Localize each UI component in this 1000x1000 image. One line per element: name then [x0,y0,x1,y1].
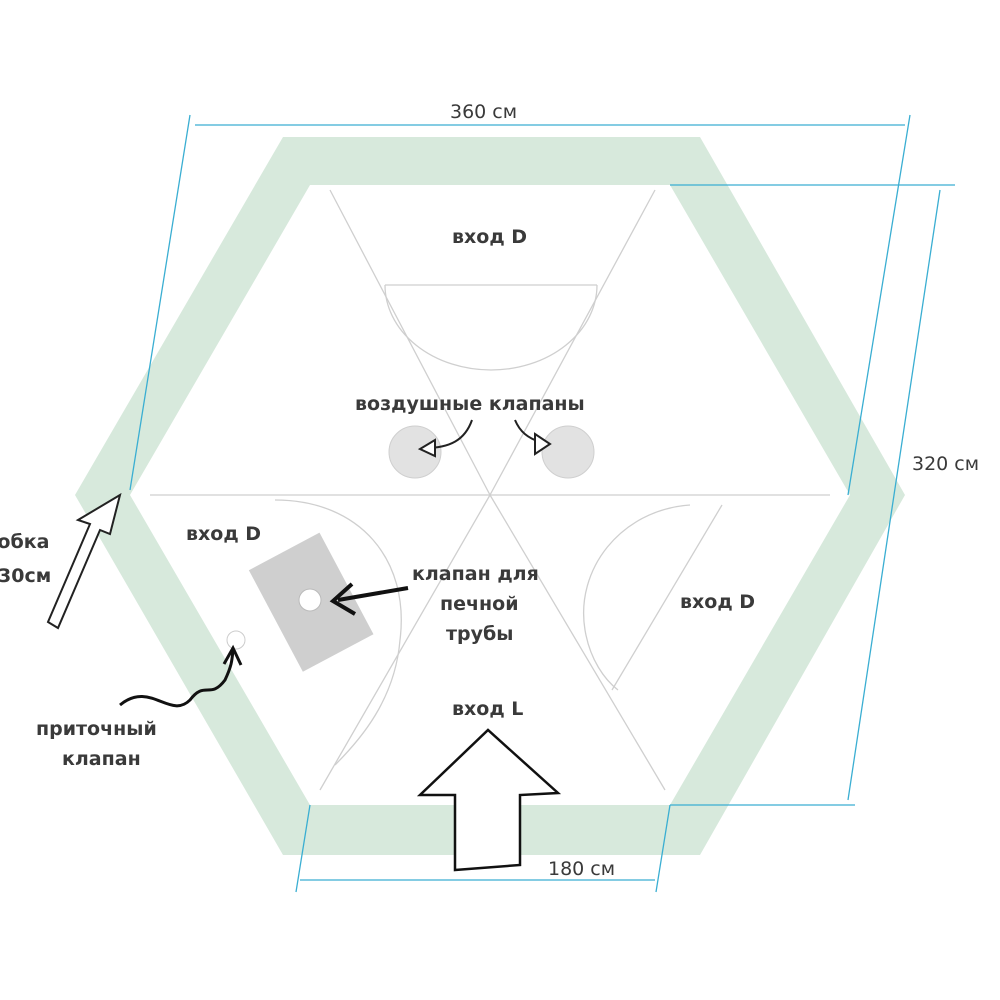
label-supply-valve-2: клапан [62,748,141,770]
entrance-top [384,284,598,371]
label-air-valves: воздушные клапаны [355,393,585,415]
supply-valve-arrow [119,649,235,708]
stove-pipe-hole [298,588,322,612]
label-entrance-left: вход D [186,523,261,545]
label-supply-valve-1: приточный [36,718,157,740]
label-stove-valve-1: клапан для [412,563,539,585]
label-entrance-top: вход D [452,226,527,248]
dimension-lines [129,114,955,893]
arrowhead-icon [329,582,357,616]
arrowhead-icon [534,432,552,456]
air-valve-right [541,425,595,479]
label-skirt-1: юбка [0,531,49,553]
floor-division-lines [150,189,830,791]
dimension-side: 180 см [548,858,615,880]
entrance-right [583,504,723,691]
label-stove-valve-3: трубы [446,623,513,645]
skirt-arrow [46,492,122,630]
entrance-left [274,499,402,766]
label-entrance-right: вход D [680,591,755,613]
label-stove-valve-2: печной [440,593,519,615]
label-entrance-bottom: вход L [452,698,523,720]
dimension-width: 360 см [450,101,517,123]
arrowhead-icon [222,644,243,666]
dimension-height: 320 см [912,453,979,475]
arrowhead-icon [417,438,436,458]
supply-valve [226,630,246,650]
label-skirt-2: 30см [0,565,51,587]
stove-valve-arrow [337,586,409,602]
air-valve-left [388,425,442,479]
entrance-l-arrow [416,728,562,872]
